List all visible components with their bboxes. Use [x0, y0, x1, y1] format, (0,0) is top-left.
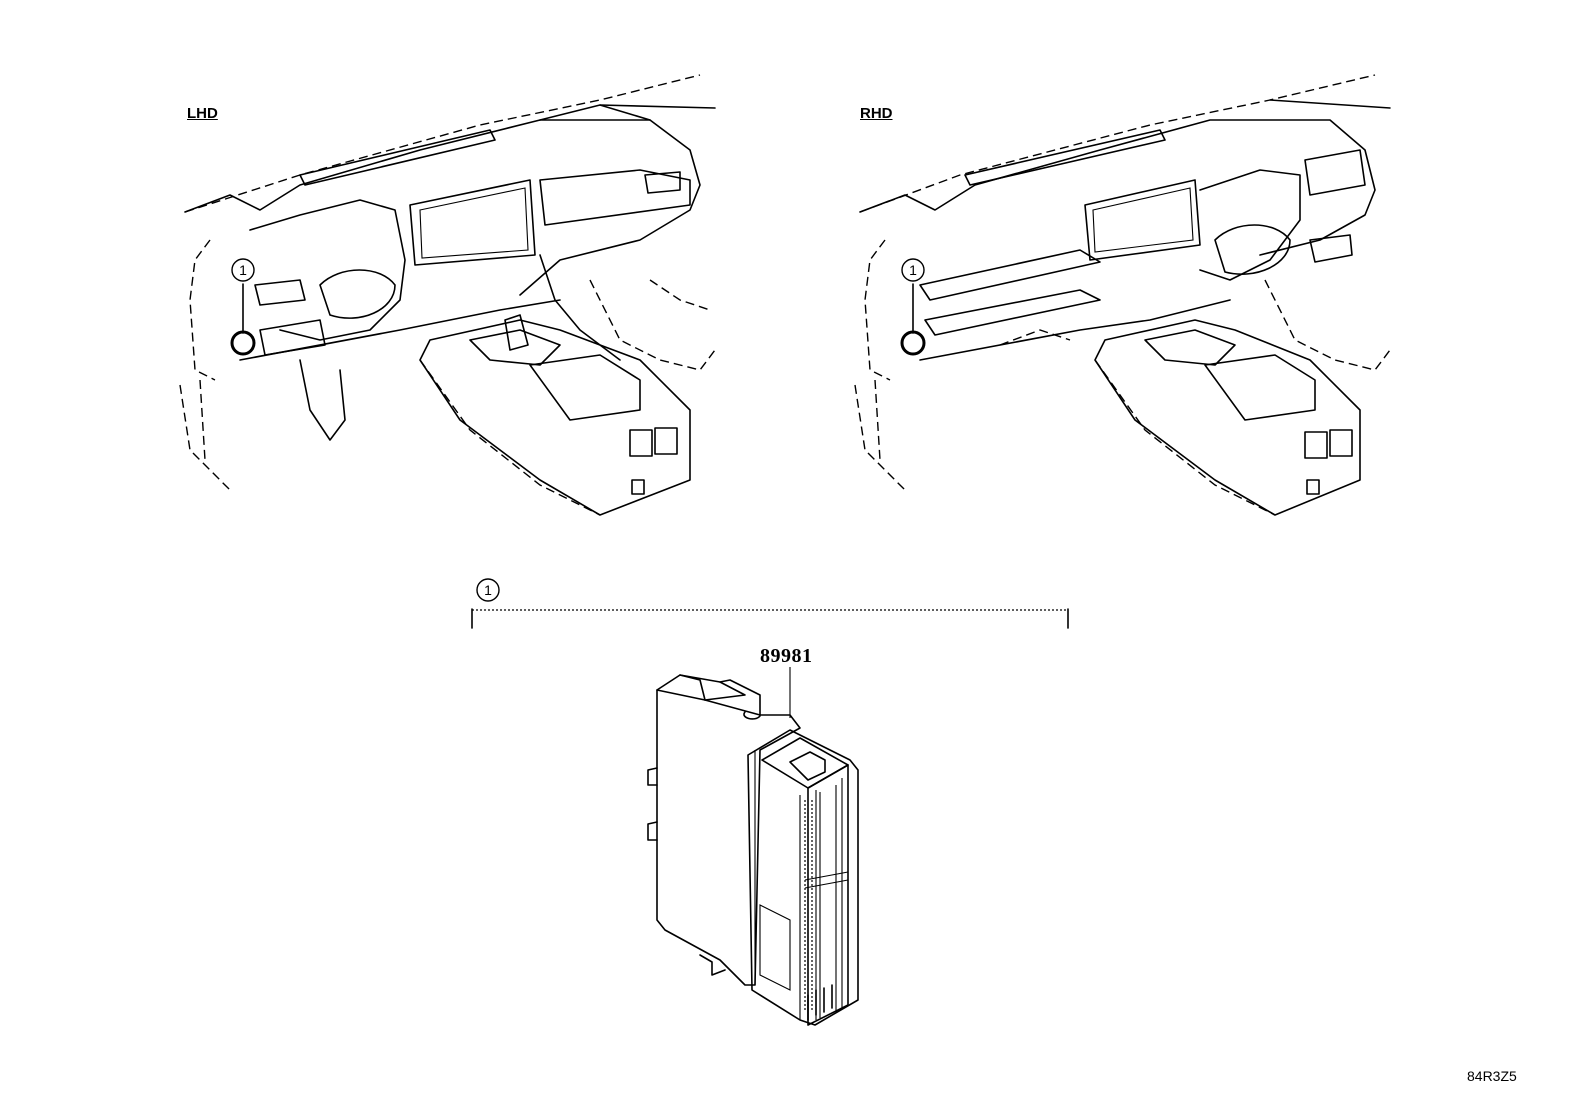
- group-bracket: 1: [471, 578, 1069, 629]
- control-module-illustration: [647, 667, 859, 1026]
- group-callout-number: 1: [484, 582, 492, 598]
- lhd-callout-number: 1: [239, 262, 247, 278]
- part-number-label: 89981: [760, 645, 813, 667]
- lhd-dashboard-illustration: 1: [179, 74, 716, 516]
- rhd-dashboard-illustration: 1: [854, 74, 1391, 516]
- rhd-callout-number: 1: [909, 262, 917, 278]
- rhd-view-label: RHD: [860, 105, 893, 122]
- figure-code-label: 84R3Z5: [1467, 1068, 1517, 1084]
- lhd-view-label: LHD: [187, 105, 218, 122]
